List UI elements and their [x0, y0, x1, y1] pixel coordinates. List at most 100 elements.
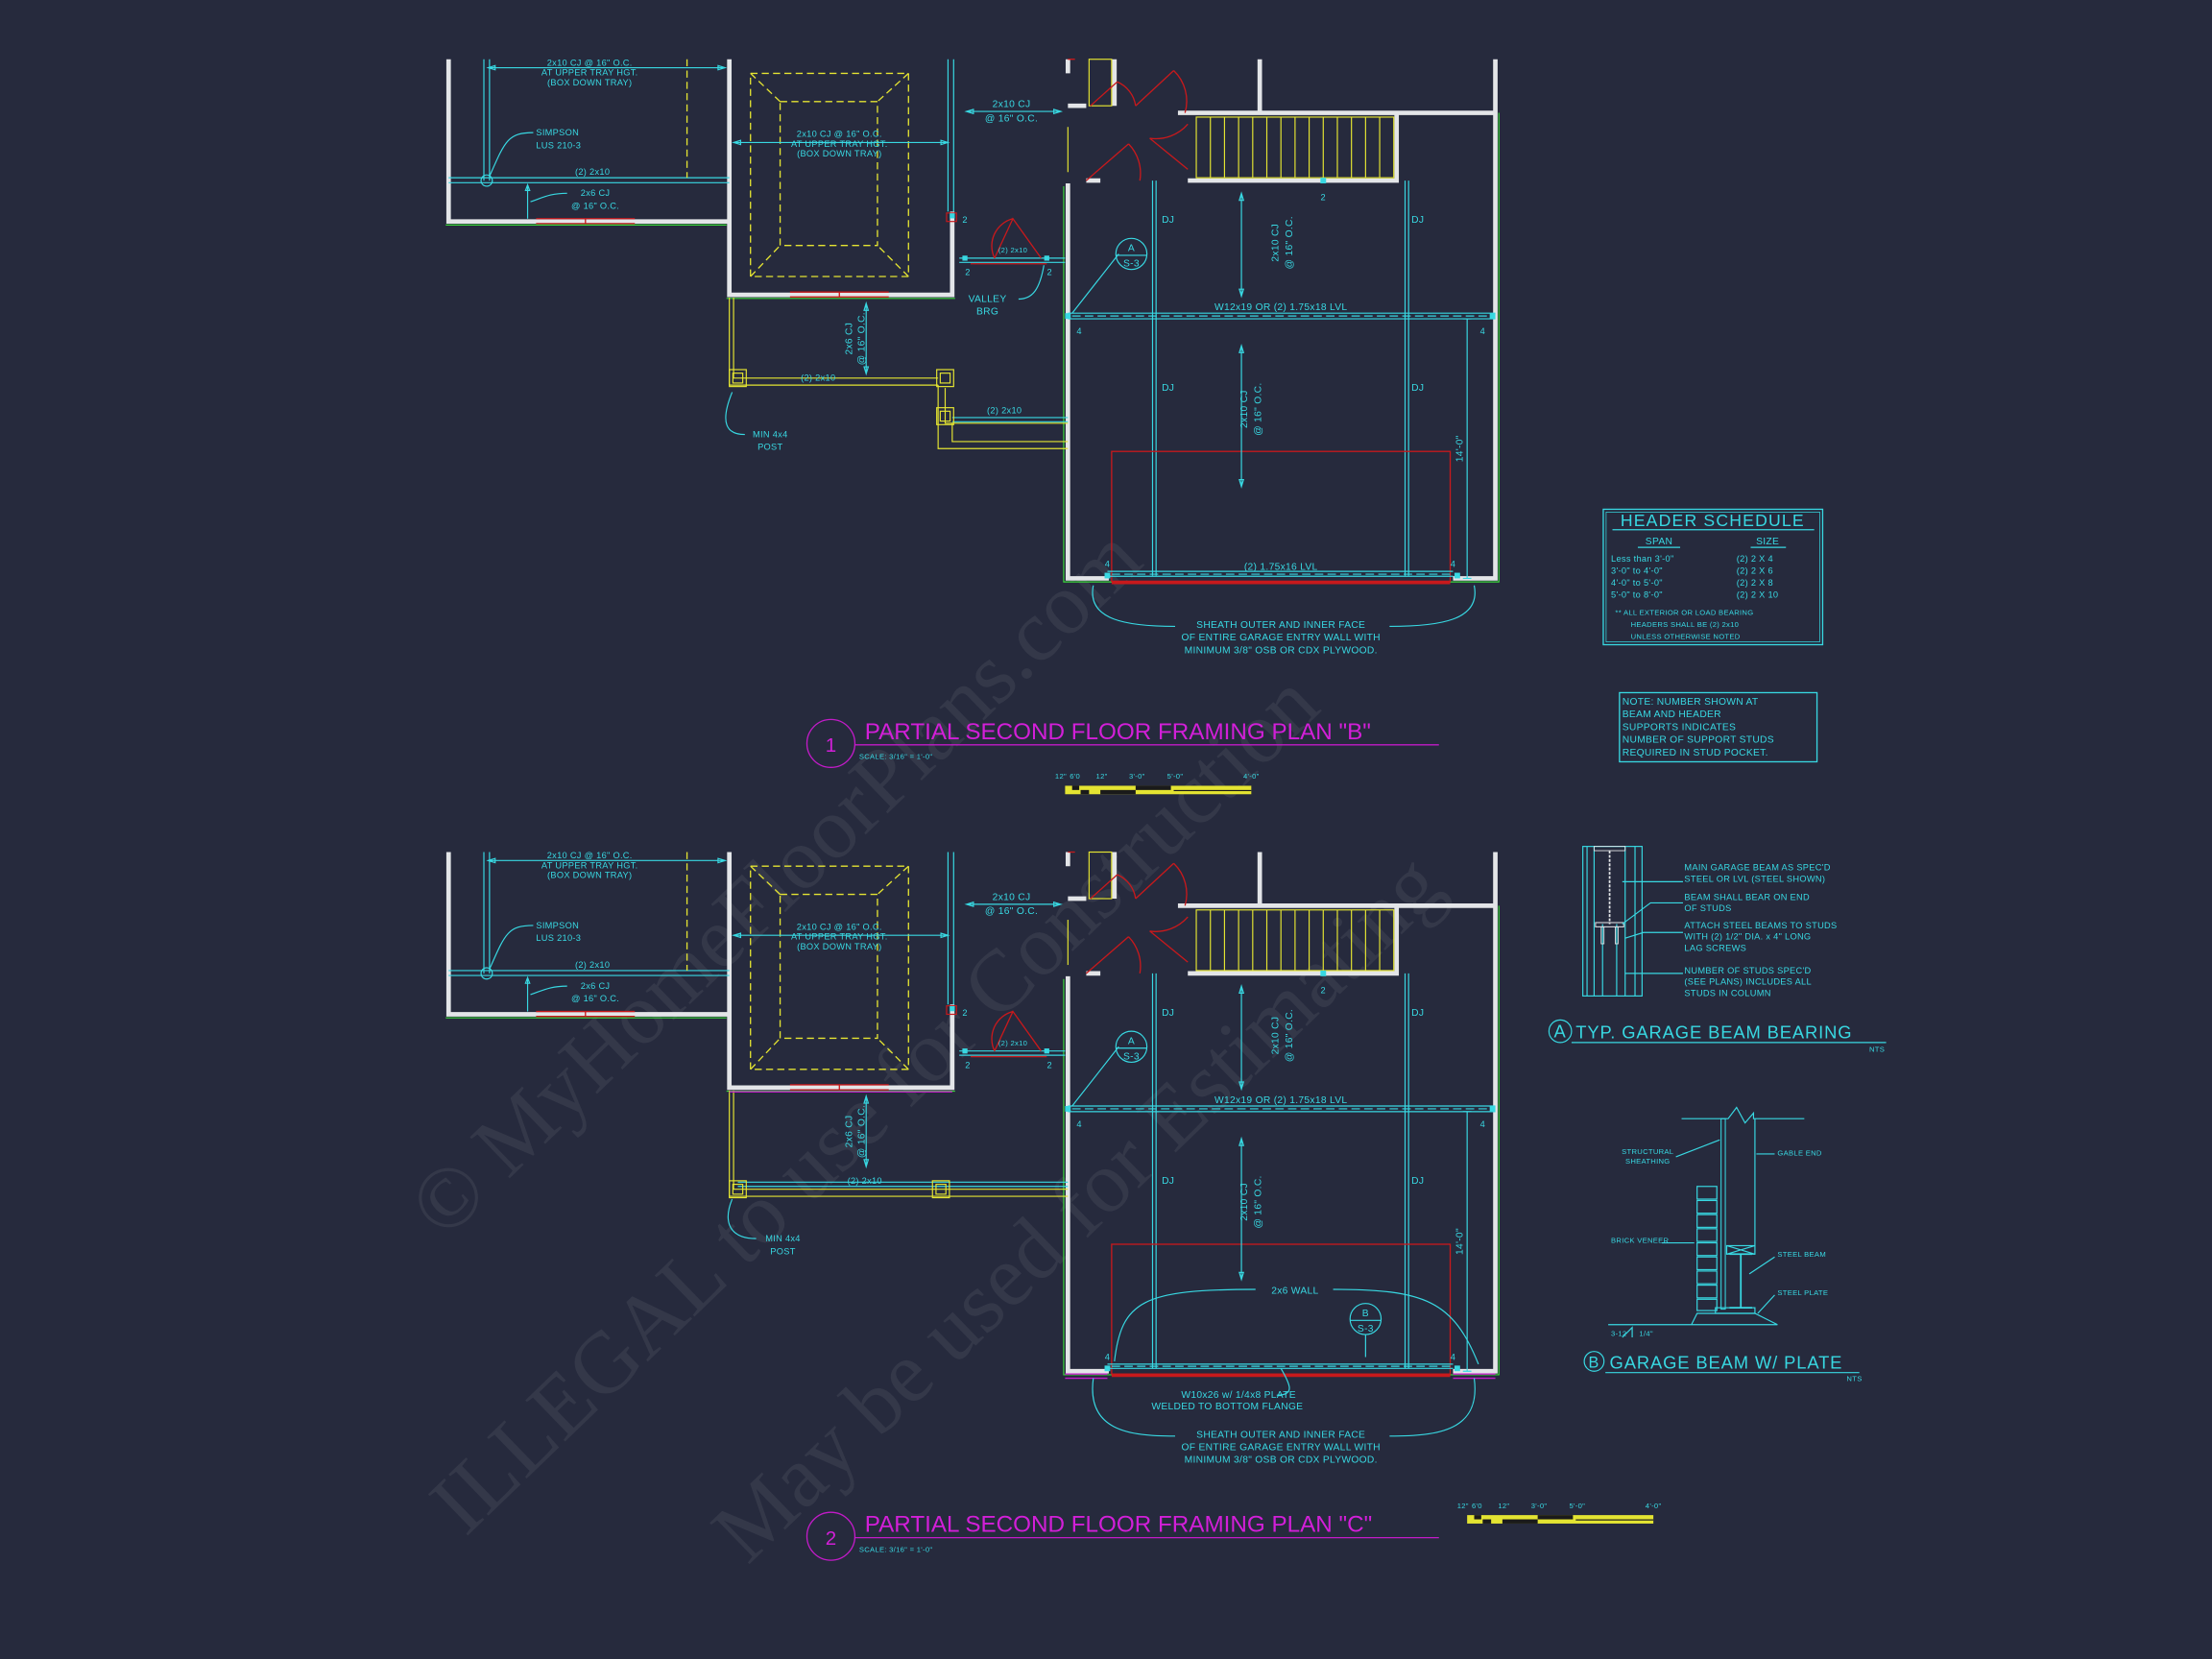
doubled-joist-label: DJ [1162, 1176, 1174, 1187]
leader-line [524, 975, 567, 1012]
joist-note: 2x6 CJ [581, 981, 611, 991]
doubled-joist-label: DJ [1162, 383, 1174, 394]
beam-label: (2) 2x10 [848, 1176, 882, 1186]
size-cell: (2) 2 X 6 [1737, 565, 1773, 575]
sheathing-note: SHEATH OUTER AND INNER FACE [1196, 1430, 1365, 1440]
leader-line [1018, 265, 1045, 301]
span-arrow [863, 1094, 870, 1169]
door-swing [1149, 916, 1189, 963]
post [729, 1180, 747, 1199]
scale-bar-label: 6'0 [1472, 1502, 1482, 1510]
scale-bar-segment [1575, 1519, 1654, 1521]
beam [951, 417, 1069, 422]
note-line: NOTE: NUMBER SHOWN AT [1623, 697, 1759, 708]
header-label: (2) 2x10 [998, 1039, 1027, 1047]
doubled-joist-label: DJ [1411, 1008, 1424, 1019]
section-marker-a-label: A [1128, 244, 1135, 254]
wall [445, 59, 730, 225]
doubled-joist-label: DJ [1411, 1176, 1424, 1187]
scale-bar-label: 12" [1096, 772, 1108, 781]
note-line: BEAM AND HEADER [1623, 709, 1721, 720]
stud-count: 4 [1480, 1119, 1485, 1129]
joist-note: @ 16" O.C. [1254, 1175, 1264, 1228]
leader-line [524, 182, 567, 219]
dimension-arrow [486, 64, 728, 71]
header-schedule-row: 3'-0" to 4'-0" (2) 2 X 6 [1611, 565, 1773, 575]
valley-bearing-note: BRG [976, 307, 998, 318]
wall [445, 852, 730, 1017]
plan-geometry [445, 59, 1500, 627]
callout-line: WITH (2) 1/2" DIA. x 4" LONG [1684, 932, 1811, 942]
detail-tag-circle [1583, 1351, 1605, 1372]
span-arrow [1238, 343, 1245, 489]
header-schedule-frame-inner [1605, 512, 1820, 642]
beam-plate-note: WELDED TO BOTTOM FLANGE [1151, 1402, 1303, 1412]
stud-pocket-note: NOTE: NUMBER SHOWN AT BEAM AND HEADER SU… [1619, 691, 1818, 763]
hanger-note: LUS 210-3 [536, 140, 581, 150]
dimension-arrow [732, 932, 950, 939]
scale-bar-label: 3'-0" [1531, 1502, 1548, 1510]
beam-label: (2) 2x10 [801, 373, 835, 383]
stud-pocket [1065, 313, 1071, 320]
joist-note: AT UPPER TRAY HGT. [791, 139, 888, 149]
plan-b-drawing: 2x10 CJ @ 16" O.C.AT UPPER TRAY HGT.(BOX… [445, 58, 1500, 795]
plan-geometry [445, 851, 1500, 1437]
sheathing-note: OF ENTIRE GARAGE ENTRY WALL WITH [1182, 1443, 1381, 1454]
stud-pocket [946, 1005, 957, 1016]
joist-note: 2x6 CJ [845, 1116, 855, 1148]
hanger-note: SIMPSON [536, 921, 579, 930]
callout-brick-veneer: BRICK VENEER [1611, 1237, 1670, 1245]
leader-line [1114, 1288, 1479, 1365]
plan-title: PARTIAL SECOND FLOOR FRAMING PLAN "B" [865, 719, 1371, 745]
scale-bar-label: 6'0 [1070, 772, 1080, 781]
dimension-line [1462, 1111, 1472, 1372]
dimension-arrow [486, 857, 728, 864]
weld-label: 1/4" [1639, 1330, 1652, 1338]
joist-note: @ 16" O.C. [571, 201, 619, 210]
post [729, 369, 747, 388]
joist-note: 2x10 CJ @ 16" O.C. [797, 130, 882, 139]
joist-note: 2x6 CJ [845, 323, 855, 355]
leader-line [1276, 1368, 1290, 1396]
joist-note: (BOX DOWN TRAY) [547, 871, 632, 880]
plan-c-drawing: 2x10 CJ @ 16" O.C.AT UPPER TRAY HGT.(BOX… [445, 851, 1661, 1561]
callout-line: ATTACH STEEL BEAMS TO STUDS [1684, 921, 1837, 930]
door-swing [1135, 862, 1188, 906]
closet [1088, 59, 1113, 107]
joist-note: 2x10 CJ @ 16" O.C. [797, 922, 882, 931]
detail-scale: NTS [1869, 1045, 1885, 1053]
closet [1088, 851, 1113, 900]
dimension-line [1462, 318, 1472, 580]
stair-tread [1210, 116, 1381, 179]
garage-beam [1068, 312, 1496, 320]
post-note: MIN 4x4 [753, 430, 788, 440]
wall [727, 59, 955, 298]
beam-label: W12x19 OR (2) 1.75x18 LVL [1214, 302, 1347, 313]
header-schedule-frame [1602, 508, 1824, 646]
callout-line: BEAM SHALL BEAR ON END [1684, 892, 1810, 902]
joist-note: @ 16" O.C. [571, 994, 619, 1003]
door-swing [1135, 69, 1188, 113]
header-label: (2) 1.75x16 LVL [1244, 563, 1318, 573]
ceiling-joist [947, 852, 954, 1005]
window [536, 1010, 636, 1018]
section-marker-a [1115, 1030, 1148, 1064]
callout-line: STEEL OR LVL (STEEL SHOWN) [1684, 874, 1825, 883]
stud-count: 2 [962, 215, 967, 225]
dimension-label: 14'-0" [1455, 435, 1466, 462]
header-label: (2) 2x10 [998, 246, 1027, 254]
callout-line: OF STUDS [1684, 903, 1731, 913]
header-schedule-row: 5'-0" to 8'-0" (2) 2 X 10 [1611, 589, 1778, 599]
stud-count: 4 [1105, 1352, 1110, 1361]
note-line: REQUIRED IN STUD POCKET. [1623, 748, 1768, 758]
window [789, 1084, 889, 1091]
porch-beam [937, 385, 1069, 449]
beam-label: (2) 2x10 [575, 167, 610, 177]
door-swing [991, 1010, 1042, 1052]
joist-note: 2x10 CJ @ 16" O.C. [547, 851, 633, 860]
stud-count: 2 [965, 268, 970, 277]
stud-pocket [962, 255, 968, 261]
wall [1065, 59, 1496, 183]
